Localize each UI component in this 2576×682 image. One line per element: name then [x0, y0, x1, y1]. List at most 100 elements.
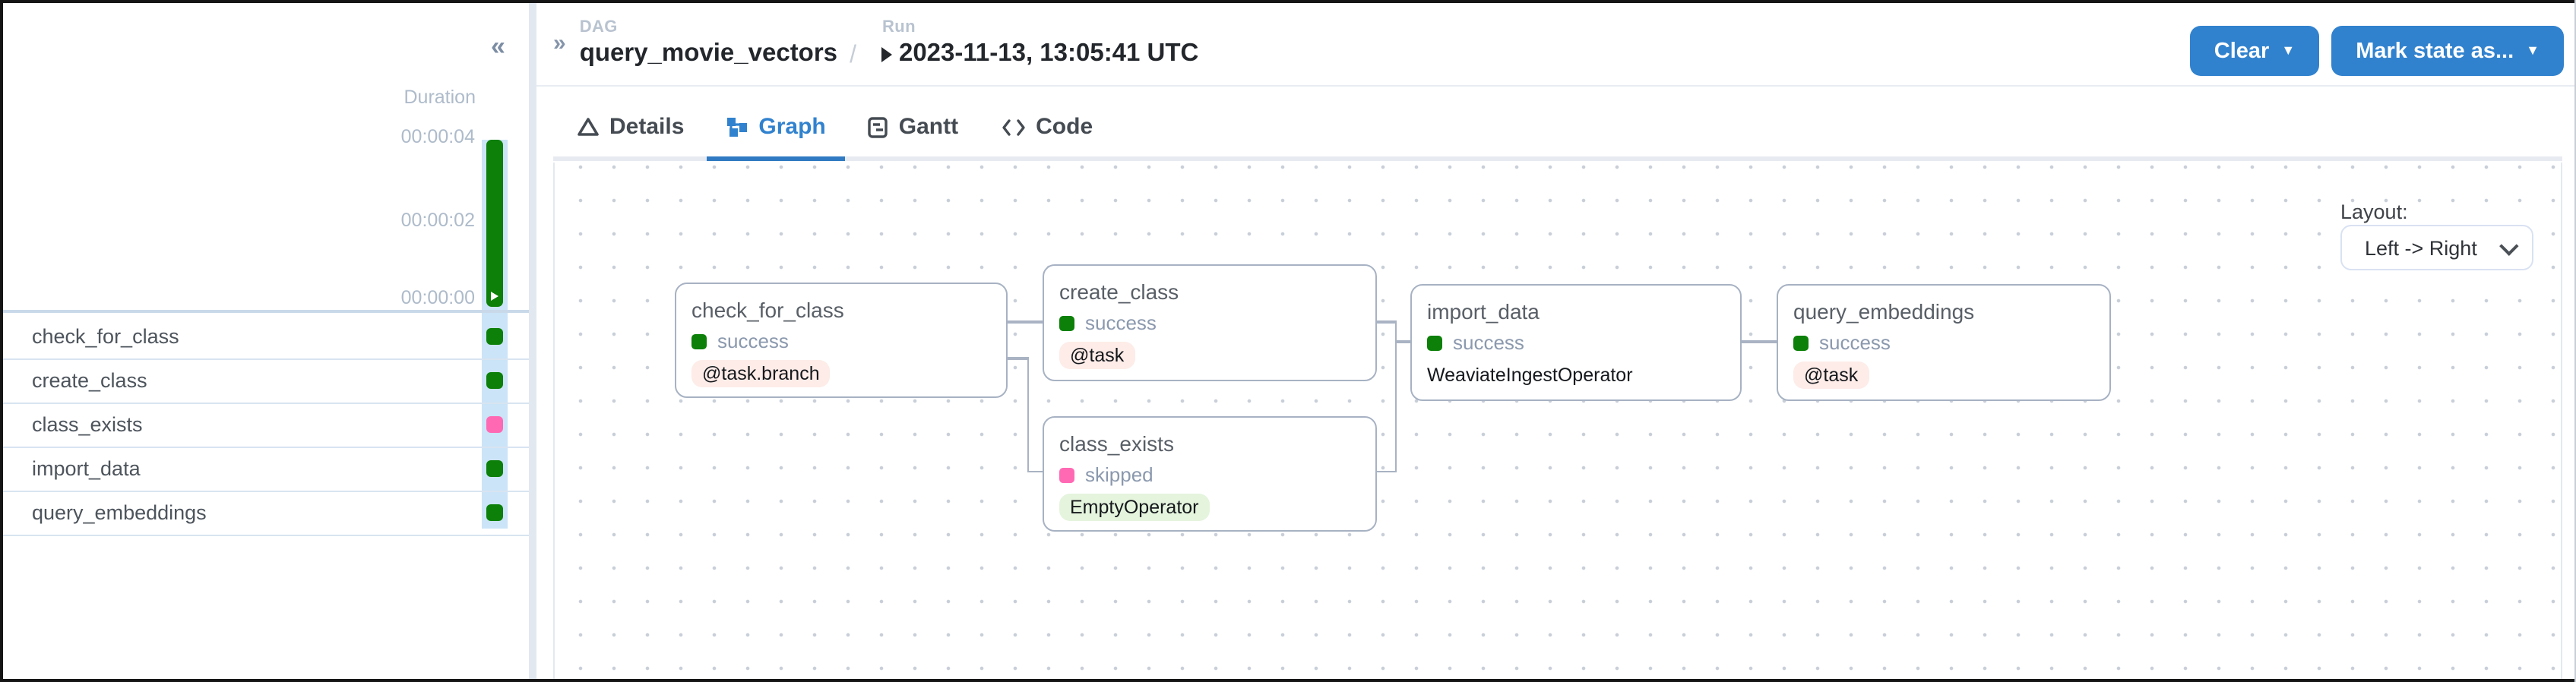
edge-import_data-query_embeddings — [1742, 340, 1777, 343]
status-dot — [1793, 335, 1809, 350]
window-border — [0, 0, 3, 682]
dag-name[interactable]: query_movie_vectors — [579, 39, 838, 67]
status-text: skipped — [1085, 463, 1154, 486]
chevron-down-icon: ▼ — [2526, 43, 2540, 58]
run-actions: Clear ▼ Mark state as... ▼ — [2189, 26, 2564, 76]
status-text: success — [1453, 331, 1524, 354]
layout-select[interactable]: Left -> Right — [2340, 225, 2533, 270]
task-row[interactable]: query_embeddings — [0, 492, 528, 536]
node-title: query_embeddings — [1793, 299, 1975, 324]
layout-label: Layout: — [2340, 200, 2408, 223]
task-row[interactable]: check_for_class — [0, 316, 528, 360]
window-border — [0, 679, 2576, 682]
tab-label: Code — [1036, 114, 1093, 140]
gantt-sidebar: « Duration 00:00:04 00:00:02 00:00:00 ch… — [0, 0, 528, 682]
mark-state-button-label: Mark state as... — [2356, 39, 2514, 63]
chevron-down-icon — [2499, 235, 2519, 255]
gantt-chart-icon — [869, 116, 888, 137]
dag-run-duration-bar[interactable] — [486, 140, 503, 307]
view-tabs: Details Graph Gantt Code — [553, 102, 2562, 161]
window-border — [2574, 0, 2576, 682]
status-dot — [691, 333, 707, 349]
node-title: class_exists — [1059, 431, 1174, 456]
dag-graph-canvas[interactable]: check_for_class success @task.branch cre… — [553, 163, 2562, 682]
graph-node-create_class[interactable]: create_class success @task — [1043, 264, 1377, 381]
breadcrumb-separator: / — [850, 43, 856, 68]
graph-node-import_data[interactable]: import_data success WeaviateIngestOperat… — [1410, 284, 1742, 401]
task-row[interactable]: import_data — [0, 448, 528, 492]
expand-breadcrumb-icon[interactable]: » — [553, 30, 566, 56]
graph-nodes-icon — [726, 116, 748, 137]
tab-code[interactable]: Code — [981, 102, 1112, 161]
run-header: » DAG query_movie_vectors / Run 2023-11-… — [536, 0, 2576, 87]
task-name[interactable]: class_exists — [32, 413, 143, 436]
collapse-sidebar-icon[interactable]: « — [491, 32, 505, 61]
operator-badge: @task — [1793, 362, 1869, 389]
task-row[interactable]: class_exists — [0, 404, 528, 448]
tab-graph[interactable]: Graph — [707, 102, 846, 161]
tab-details[interactable]: Details — [558, 102, 704, 161]
edge-into-import_data — [1394, 340, 1411, 343]
node-title: check_for_class — [691, 298, 844, 322]
edge-check_for_class-class_exists — [1008, 357, 1029, 359]
task-name[interactable]: import_data — [32, 457, 141, 480]
status-dot — [1059, 467, 1074, 482]
edge-check_for_class-class_exists — [1027, 357, 1029, 472]
node-title: create_class — [1059, 279, 1179, 304]
manual-run-icon — [881, 46, 893, 62]
graph-node-check_for_class[interactable]: check_for_class success @task.branch — [675, 283, 1008, 398]
run-timestamp[interactable]: 2023-11-13, 13:05:41 UTC — [881, 39, 1199, 68]
task-name[interactable]: create_class — [32, 369, 147, 392]
tab-label: Graph — [758, 114, 826, 140]
status-text: success — [1819, 331, 1891, 354]
breadcrumb-run: Run 2023-11-13, 13:05:41 UTC — [881, 18, 1199, 68]
operator-badge: WeaviateIngestOperator — [1427, 365, 1633, 386]
play-icon — [491, 292, 498, 301]
clear-button[interactable]: Clear ▼ — [2189, 26, 2320, 76]
edge-check_for_class-create_class — [1008, 320, 1043, 323]
layout-select-value: Left -> Right — [2365, 236, 2477, 259]
task-status-square[interactable] — [486, 504, 503, 521]
task-status-square[interactable] — [486, 460, 503, 477]
status-text: success — [1085, 311, 1157, 334]
edge-create_class-import_data — [1394, 320, 1397, 472]
tab-gantt[interactable]: Gantt — [849, 102, 978, 161]
operator-badge: @task.branch — [691, 360, 831, 387]
task-name[interactable]: check_for_class — [32, 325, 179, 348]
chevron-down-icon: ▼ — [2281, 43, 2296, 58]
code-brackets-icon — [1001, 118, 1025, 136]
warning-triangle-icon — [578, 117, 599, 137]
duration-axis-label: Duration — [403, 87, 476, 108]
mark-state-as-button[interactable]: Mark state as... ▼ — [2331, 26, 2564, 76]
divider — [0, 310, 528, 312]
tab-label: Details — [609, 114, 685, 140]
status-dot — [1427, 335, 1442, 350]
operator-badge: @task — [1059, 342, 1135, 369]
graph-node-class_exists[interactable]: class_exists skipped EmptyOperator — [1043, 416, 1377, 532]
edge-class_exists-import_data — [1377, 470, 1397, 472]
breadcrumb-dag: DAG query_movie_vectors — [580, 18, 837, 68]
status-text: success — [717, 330, 789, 352]
status-dot — [1059, 315, 1074, 330]
task-name[interactable]: query_embeddings — [32, 501, 207, 524]
edge-create_class-import_data — [1377, 320, 1397, 323]
axis-tick: 00:00:02 — [400, 210, 475, 231]
task-status-square[interactable] — [486, 372, 503, 389]
main-panel: » DAG query_movie_vectors / Run 2023-11-… — [536, 0, 2576, 682]
run-label: Run — [881, 18, 916, 36]
panel-resize-handle[interactable] — [528, 0, 536, 682]
run-timestamp-text: 2023-11-13, 13:05:41 UTC — [898, 39, 1199, 67]
task-status-square[interactable] — [486, 328, 503, 345]
operator-badge: EmptyOperator — [1059, 494, 1210, 521]
task-list: check_for_class create_class class_exist… — [0, 316, 528, 536]
edge-check_for_class-class_exists — [1027, 470, 1043, 472]
axis-tick: 00:00:00 — [400, 287, 475, 308]
tab-label: Gantt — [898, 114, 959, 140]
node-title: import_data — [1427, 299, 1540, 324]
graph-node-query_embeddings[interactable]: query_embeddings success @task — [1777, 284, 2111, 401]
task-row[interactable]: create_class — [0, 360, 528, 404]
task-status-square[interactable] — [486, 416, 503, 433]
axis-tick: 00:00:04 — [400, 126, 475, 147]
window-border — [0, 0, 2576, 2]
